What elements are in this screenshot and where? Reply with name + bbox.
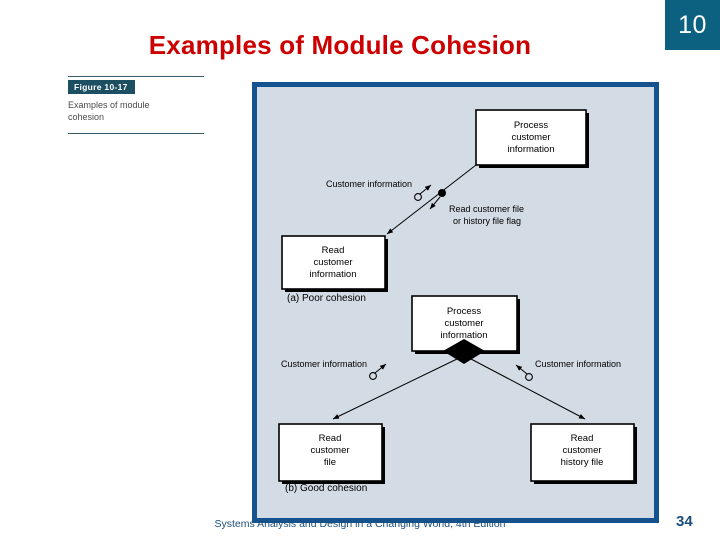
module-line-3: file [324,457,336,468]
part-b-label: (b) Good cohesion [285,483,367,494]
module-line-3: information [310,269,357,280]
data-couple-left-b: Customer information [281,359,387,380]
module-process-customer-information-a: Process customer information [475,109,589,168]
couple-label-line-2: or history file flag [453,216,521,226]
couple-label: Customer information [281,359,367,369]
figure-caption-line-1: Examples of module [68,100,150,110]
module-line-1: Process [447,306,482,317]
part-a-label: (a) Poor cohesion [287,293,366,304]
module-line-2: customer [313,257,352,268]
caption-rule-top [68,76,204,77]
cohesion-diagram-frame: Process customer information Read custom… [252,82,659,523]
call-arrow-a [386,164,477,235]
cohesion-diagram-svg: Process customer information Read custom… [278,109,637,494]
diagram-canvas: Process customer information Read custom… [257,87,654,518]
module-line-3: history file [561,457,604,468]
footer-page-number: 34 [676,513,693,530]
footer-source-text: Systems Analysis and Design in a Changin… [214,518,506,530]
aggregation-diamond [443,339,485,364]
data-couple-right-b: Customer information [515,359,621,381]
module-line-2: customer [310,445,349,456]
figure-caption-block: Figure 10-17 Examples of module cohesion [68,76,204,134]
call-arrow-b-left [332,358,458,420]
module-line-2: customer [511,132,550,143]
figure-caption-text: Examples of module cohesion [68,99,164,123]
slide-number-badge: 10 [665,0,720,50]
data-couple-customer-information-a: Customer information [326,179,432,201]
control-flag-read-customer-file-a: Read customer file or history file flag [429,189,524,226]
caption-rule-bottom [68,133,204,134]
module-read-customer-file-b: Read customer file [278,423,385,484]
module-line-1: Process [514,120,549,131]
module-line-1: Read [322,245,345,256]
page-title: Examples of Module Cohesion [148,30,532,60]
module-read-customer-history-file-b: Read customer history file [530,423,637,484]
module-line-1: Read [319,433,342,444]
module-line-2: customer [444,318,483,329]
call-arrow-b-right [470,358,586,420]
module-line-3: information [441,330,488,341]
module-line-2: customer [562,445,601,456]
couple-label: Customer information [326,179,412,189]
module-line-1: Read [571,433,594,444]
module-line-3: information [508,144,555,155]
couple-label-line-1: Read customer file [449,204,524,214]
figure-caption-line-2: cohesion [68,112,105,122]
module-read-customer-information-a: Read customer information [281,235,388,292]
couple-label: Customer information [535,359,621,369]
figure-number-badge: Figure 10-17 [68,80,135,94]
